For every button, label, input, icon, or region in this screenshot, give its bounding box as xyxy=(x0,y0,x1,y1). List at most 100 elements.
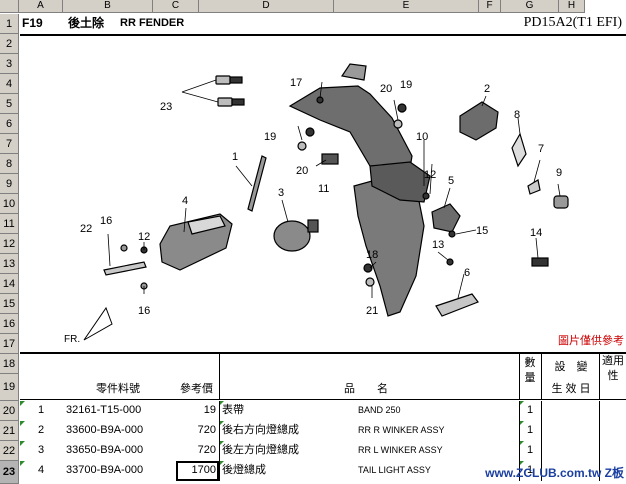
winker-part-5 xyxy=(431,203,461,233)
row-header-17[interactable]: 17 xyxy=(0,334,19,354)
callout-18: 18 xyxy=(366,249,379,261)
washer-part-21 xyxy=(365,277,375,287)
comment-indicator xyxy=(20,461,25,466)
row-header-14[interactable]: 14 xyxy=(0,274,19,294)
row-number[interactable]: 3 xyxy=(38,444,45,456)
quantity-header: 數量 xyxy=(524,357,536,384)
column-header-g[interactable]: G xyxy=(501,0,559,13)
worksheet[interactable]: F19 後土除 RR FENDER PD15A2(T1 EFI) xyxy=(20,14,626,484)
comment-indicator xyxy=(519,421,524,426)
row-number[interactable]: 4 xyxy=(38,464,45,476)
name-zh[interactable]: 後燈總成 xyxy=(222,464,266,476)
column-header-d[interactable]: D xyxy=(199,0,334,13)
row-header-10[interactable]: 10 xyxy=(0,194,19,214)
row-header-19[interactable]: 19 xyxy=(0,374,19,401)
table-row: 4 33700-B9A-000 1700 後燈總成 TAIL LIGHT ASSY 1 xyxy=(20,461,626,481)
column-header-c[interactable]: C xyxy=(153,0,199,13)
name-zh[interactable]: 後右方向燈總成 xyxy=(222,424,299,436)
column-header-f[interactable]: F xyxy=(479,0,501,13)
column-header-e[interactable]: E xyxy=(334,0,479,13)
part-number[interactable]: 33700-B9A-000 xyxy=(66,464,144,476)
name-en[interactable]: BAND 250 xyxy=(358,405,401,415)
row-number[interactable]: 2 xyxy=(38,424,45,436)
callout-9: 9 xyxy=(556,167,563,179)
model-code: PD15A2(T1 EFI) xyxy=(523,15,622,30)
row-header-9[interactable]: 9 xyxy=(0,174,19,194)
row-header-22[interactable]: 22 xyxy=(0,441,19,461)
callout-11: 11 xyxy=(318,183,330,195)
nut-part-19b xyxy=(305,127,315,137)
clip-part-16a xyxy=(120,244,128,252)
name-zh[interactable]: 表帶 xyxy=(222,404,244,416)
bolt-part-14 xyxy=(531,257,549,267)
row-header-3[interactable]: 3 xyxy=(0,54,19,74)
row-header-16[interactable]: 16 xyxy=(0,314,19,334)
bolt-23-upper xyxy=(215,75,243,85)
part-number[interactable]: 32161-T15-000 xyxy=(66,404,142,416)
name-en[interactable]: RR R WINKER ASSY xyxy=(358,425,445,435)
row-header-1[interactable]: 1 xyxy=(0,14,19,34)
active-cell-selection[interactable] xyxy=(176,461,219,481)
row-header-18[interactable]: 18 xyxy=(0,354,19,374)
comment-indicator xyxy=(519,461,524,466)
quantity[interactable]: 1 xyxy=(526,464,534,476)
bulb-part-9 xyxy=(553,195,569,209)
callout-12-right: 12 xyxy=(424,169,437,181)
name-en[interactable]: TAIL LIGHT ASSY xyxy=(358,465,431,475)
comment-indicator xyxy=(219,461,224,466)
bracket-part-22 xyxy=(103,261,147,276)
name-zh[interactable]: 後左方向燈總成 xyxy=(222,444,299,456)
callout-22: 22 xyxy=(80,223,93,235)
row-header-20[interactable]: 20 xyxy=(0,401,19,421)
callout-3: 3 xyxy=(278,187,285,199)
row-header-6[interactable]: 6 xyxy=(0,114,19,134)
nut-part-18 xyxy=(363,263,373,273)
comment-indicator xyxy=(20,441,25,446)
comment-indicator xyxy=(219,421,224,426)
clip-part-7 xyxy=(527,179,541,195)
callout-21: 21 xyxy=(366,305,379,317)
callout-14: 14 xyxy=(530,227,543,239)
row-header-21[interactable]: 21 xyxy=(0,421,19,441)
row-header-11[interactable]: 11 xyxy=(0,214,19,234)
row-number[interactable]: 1 xyxy=(38,404,45,416)
row-header-7[interactable]: 7 xyxy=(0,134,19,154)
table-row: 2 33600-B9A-000 720 後右方向燈總成 RR R WINKER ASSY… xyxy=(20,421,626,441)
column-header-h[interactable]: H xyxy=(559,0,585,13)
leader-lines xyxy=(107,79,561,299)
parts-diagram: 1 2 3 4 5 6 7 8 9 10 11 12 12 13 14 15 1… xyxy=(20,34,626,354)
comment-indicator xyxy=(20,421,25,426)
column-header-a[interactable]: A xyxy=(19,0,63,13)
row-header-13[interactable]: 13 xyxy=(0,254,19,274)
nut-part-12b xyxy=(422,192,430,200)
row-header-2[interactable]: 2 xyxy=(0,34,19,54)
row-header-5[interactable]: 5 xyxy=(0,94,19,114)
name-header: 品 名 xyxy=(344,383,388,395)
winker-part-2 xyxy=(459,101,499,141)
figure-code: F19 xyxy=(22,16,43,30)
comment-indicator xyxy=(219,441,224,446)
price[interactable]: 720 xyxy=(197,424,216,436)
row-header-23[interactable]: 23 xyxy=(0,461,19,484)
row-header-12[interactable]: 12 xyxy=(0,234,19,254)
select-all-corner[interactable] xyxy=(0,0,19,13)
callout-15: 15 xyxy=(476,225,489,237)
part-number[interactable]: 33600-B9A-000 xyxy=(66,424,144,436)
row-header-4[interactable]: 4 xyxy=(0,74,19,94)
name-en[interactable]: RR L WINKER ASSY xyxy=(358,445,443,455)
price[interactable]: 720 xyxy=(197,444,216,456)
row-header-8[interactable]: 8 xyxy=(0,154,19,174)
callout-1: 1 xyxy=(232,151,239,163)
figure-name-en: RR FENDER xyxy=(120,17,185,29)
part-number[interactable]: 33650-B9A-000 xyxy=(66,444,144,456)
quantity[interactable]: 1 xyxy=(526,424,534,436)
figure-name-zh: 後土除 xyxy=(68,16,105,30)
quantity[interactable]: 1 xyxy=(526,444,534,456)
comment-indicator xyxy=(219,401,224,406)
callout-layer: 1 2 3 4 5 6 7 8 9 10 11 12 12 13 14 15 1… xyxy=(20,36,626,352)
column-header-b[interactable]: B xyxy=(63,0,153,13)
row-header-15[interactable]: 15 xyxy=(0,294,19,314)
quantity[interactable]: 1 xyxy=(526,404,534,416)
price[interactable]: 1700 xyxy=(191,464,216,476)
price[interactable]: 19 xyxy=(203,404,216,416)
